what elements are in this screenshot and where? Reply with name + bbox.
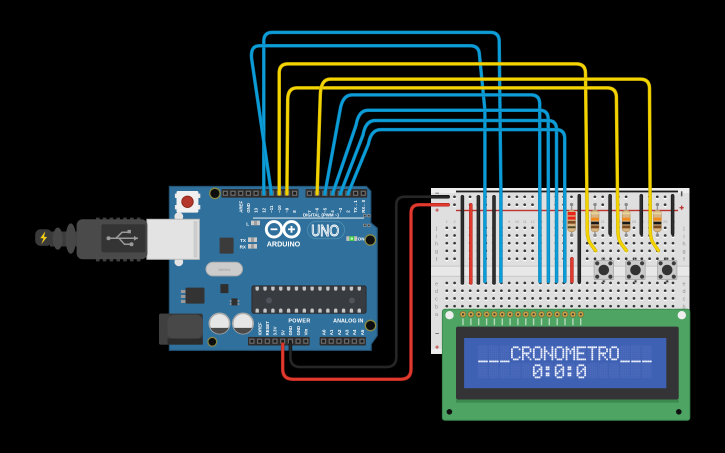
svg-text:~9: ~9 — [285, 207, 290, 213]
svg-text:e: e — [435, 281, 438, 287]
svg-text:i: i — [436, 234, 437, 240]
svg-text:8: 8 — [292, 210, 297, 213]
svg-text:+: + — [435, 345, 439, 352]
svg-text:ARDUINO: ARDUINO — [267, 242, 301, 249]
svg-text:j: j — [682, 226, 684, 232]
svg-text:IOREF: IOREF — [257, 322, 262, 336]
svg-text:Vin: Vin — [304, 328, 309, 335]
svg-text:12: 12 — [261, 207, 266, 212]
svg-text:d: d — [682, 289, 685, 295]
svg-text:g: g — [682, 249, 685, 255]
svg-text:j: j — [435, 226, 437, 232]
svg-text:1: 1 — [446, 220, 448, 224]
svg-text:−: − — [435, 331, 439, 338]
svg-text:5V: 5V — [280, 330, 285, 335]
svg-text:16MHz: 16MHz — [218, 267, 231, 272]
svg-text:13: 13 — [254, 207, 259, 212]
svg-text:POWER: POWER — [288, 319, 310, 325]
svg-text:+: + — [435, 207, 439, 214]
svg-text:3.3V: 3.3V — [273, 326, 278, 335]
svg-text:TX: TX — [240, 238, 247, 243]
svg-text:b: b — [435, 305, 438, 311]
svg-text:10: 10 — [515, 220, 519, 224]
svg-text:d: d — [435, 289, 438, 295]
svg-text:a: a — [435, 312, 439, 318]
svg-text:L: L — [246, 221, 249, 226]
svg-text:11: 11 — [523, 220, 527, 224]
svg-text:9: 9 — [508, 220, 510, 224]
svg-text:25: 25 — [632, 220, 636, 224]
svg-text:UNO: UNO — [311, 223, 339, 240]
svg-text:GND: GND — [246, 203, 251, 213]
svg-text:A4: A4 — [352, 329, 357, 335]
svg-text:A0: A0 — [321, 329, 326, 335]
svg-text:f: f — [683, 257, 685, 263]
svg-text:GND: GND — [288, 326, 293, 336]
svg-text:29: 29 — [663, 220, 667, 224]
svg-text:A3: A3 — [345, 329, 350, 335]
svg-text:ON: ON — [358, 237, 365, 242]
svg-text:A2: A2 — [337, 329, 342, 335]
svg-text:~6: ~6 — [315, 207, 320, 213]
svg-text:GND: GND — [296, 326, 301, 336]
svg-text:2: 2 — [454, 220, 456, 224]
svg-text:~3: ~3 — [338, 207, 343, 213]
svg-text:~11: ~11 — [269, 205, 274, 213]
svg-text:b: b — [682, 305, 685, 311]
svg-text:21: 21 — [601, 220, 605, 224]
svg-text:RX←0: RX←0 — [361, 199, 366, 212]
svg-text:h: h — [435, 242, 438, 248]
svg-text:h: h — [682, 242, 685, 248]
svg-text:2: 2 — [346, 210, 351, 213]
svg-text:12: 12 — [530, 220, 534, 224]
svg-text:TX→1: TX→1 — [353, 200, 358, 213]
svg-text:c: c — [683, 297, 686, 303]
svg-text:c: c — [435, 297, 438, 303]
svg-text:AREF: AREF — [238, 201, 243, 213]
svg-text:A5: A5 — [360, 329, 365, 335]
svg-text:7: 7 — [307, 210, 312, 213]
svg-text:f: f — [436, 257, 438, 263]
svg-text:e: e — [682, 281, 685, 287]
svg-text:RESET: RESET — [265, 321, 270, 336]
svg-text:4: 4 — [330, 210, 335, 213]
svg-text:~10: ~10 — [277, 205, 282, 213]
svg-text:ANALOG IN: ANALOG IN — [333, 319, 363, 325]
svg-text:i: i — [683, 234, 684, 240]
svg-text:DIGITAL (PWM ~): DIGITAL (PWM ~) — [303, 212, 339, 217]
svg-text:~5: ~5 — [322, 207, 327, 213]
svg-text:RX: RX — [240, 245, 247, 250]
svg-text:g: g — [435, 249, 438, 255]
svg-text:−: − — [435, 191, 439, 198]
svg-text:A1: A1 — [329, 329, 334, 335]
